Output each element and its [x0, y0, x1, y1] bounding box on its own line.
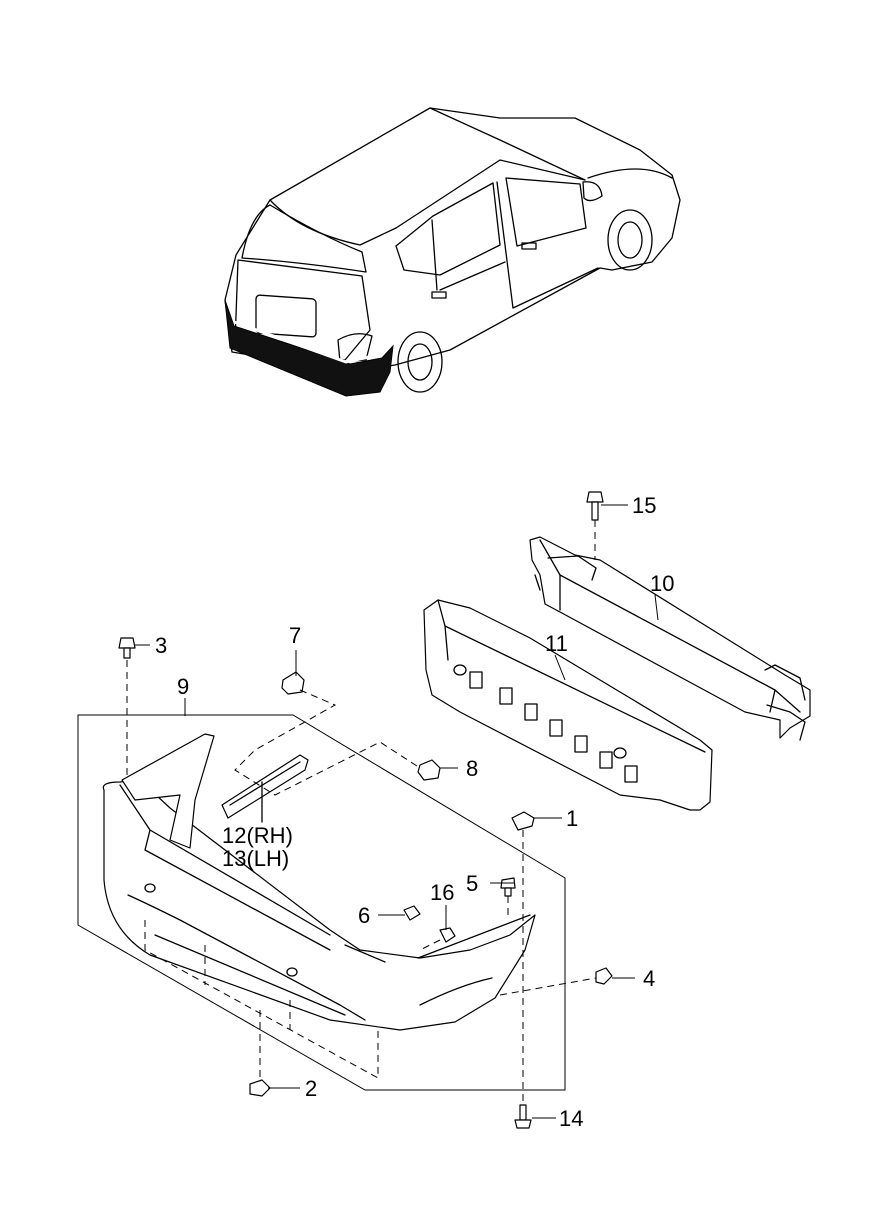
clip-4 — [595, 967, 613, 985]
callout-11: 11 — [545, 631, 568, 656]
callout-16: 16 — [430, 880, 454, 905]
screw-16 — [439, 927, 456, 943]
clip-5 — [500, 877, 516, 897]
energy-absorber — [423, 599, 713, 811]
rear-bumper-reinforcement — [529, 536, 811, 741]
retainer-8 — [417, 759, 441, 781]
callout-2: 2 — [305, 1076, 317, 1101]
callout-13: 13(LH) — [222, 846, 289, 871]
callout-7: 7 — [289, 623, 301, 648]
vehicle-illustration — [224, 107, 681, 397]
callout-15: 15 — [632, 493, 656, 518]
callout-labels: 1 2 3 4 5 6 7 8 9 10 11 12(RH) 13(LH) 14… — [155, 493, 674, 1131]
callout-6: 6 — [358, 903, 370, 928]
callout-9: 9 — [177, 674, 189, 699]
callout-5: 5 — [466, 871, 478, 896]
fasteners — [118, 491, 613, 1129]
assembly-lines — [126, 520, 597, 1105]
screw-14 — [514, 1104, 532, 1129]
nut-1 — [511, 811, 535, 831]
callout-8: 8 — [466, 756, 478, 781]
callout-12: 12(RH) — [222, 823, 293, 848]
part-6 — [403, 905, 421, 921]
leader-lines — [135, 504, 659, 1119]
clip-3 — [118, 637, 136, 659]
nut-2 — [249, 1079, 271, 1097]
callout-1: 1 — [566, 806, 578, 831]
highlighted-rear-bumper — [224, 299, 394, 397]
callout-4: 4 — [643, 966, 655, 991]
bolt-15 — [586, 491, 604, 521]
bumper-cover-assembly — [77, 714, 566, 1091]
callout-3: 3 — [155, 633, 167, 658]
callout-14: 14 — [559, 1106, 583, 1131]
callout-10: 10 — [650, 571, 674, 596]
